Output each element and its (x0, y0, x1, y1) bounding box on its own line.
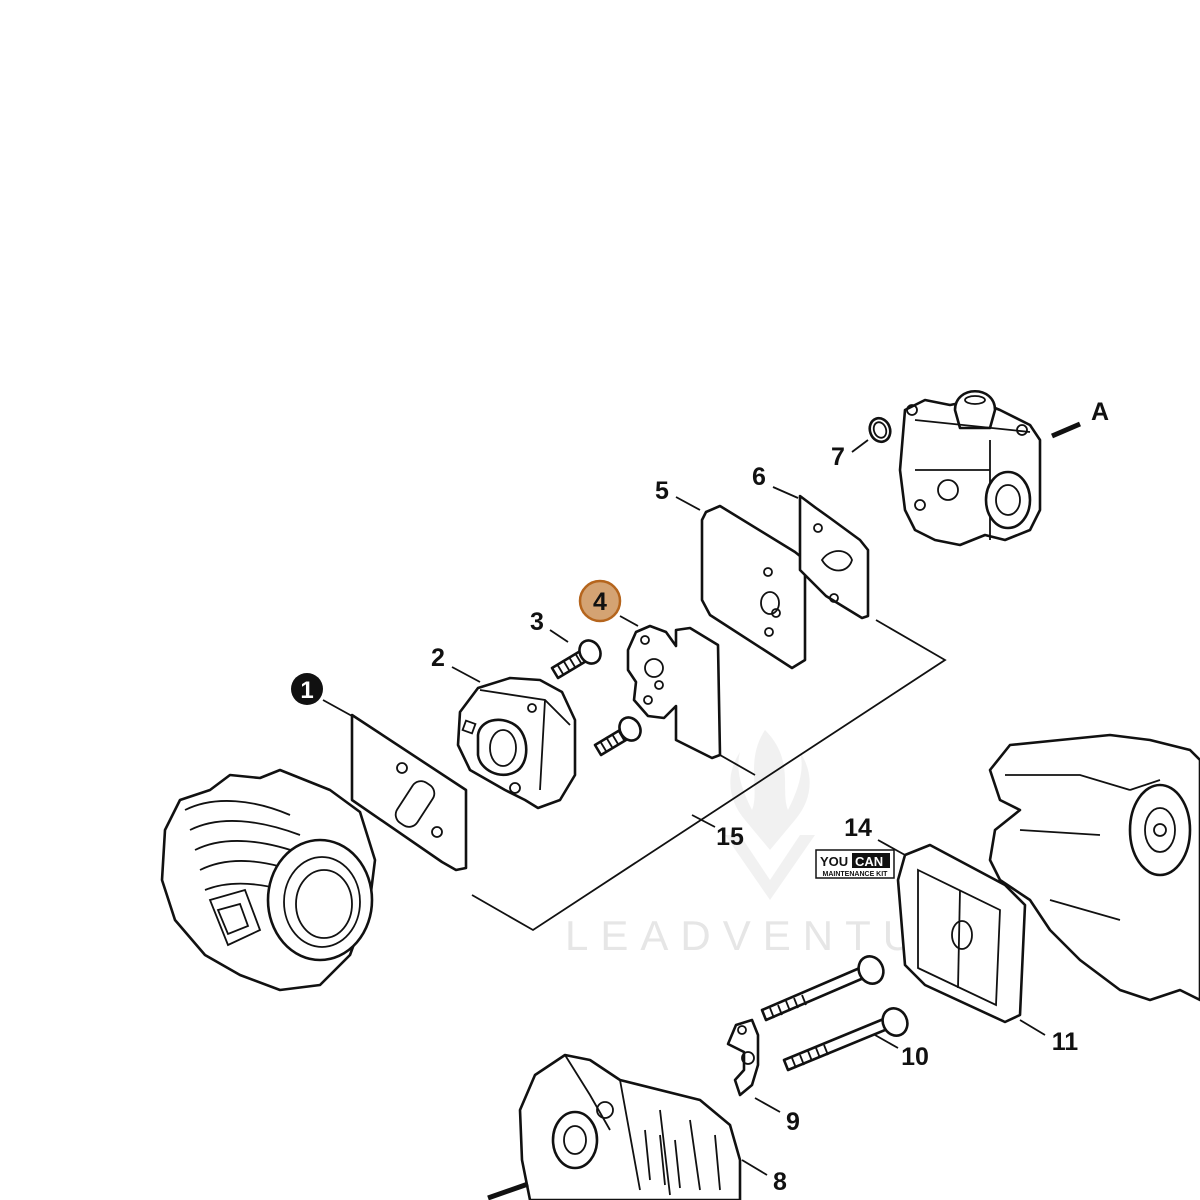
callout-8[interactable]: 8 (773, 1168, 787, 1196)
callout-7[interactable]: 7 (831, 443, 845, 471)
part-cylinder (160, 768, 377, 992)
part-gasket-6 (798, 494, 870, 620)
callout-10[interactable]: 10 (901, 1043, 929, 1071)
callout-2[interactable]: 2 (431, 644, 445, 672)
part-screw-3-lower (593, 716, 642, 757)
part-housing-11 (988, 733, 1200, 1002)
callout-1-label: 1 (300, 677, 313, 704)
badge-you-text: YOU (820, 854, 848, 869)
kit-frame-lines (471, 619, 947, 932)
part-housing-8 (518, 1053, 742, 1200)
part-filter-14 (896, 843, 1027, 1024)
leader-lines (322, 421, 1081, 1200)
callout-11[interactable]: 11 (1052, 1028, 1079, 1056)
part-carburetor-A (898, 389, 1042, 547)
callout-15[interactable]: 15 (716, 823, 744, 851)
part-gasket-1 (350, 713, 468, 872)
youcan-maintenance-kit-badge: YOU CAN MAINTENANCE KIT (815, 849, 895, 879)
callout-6[interactable]: 6 (752, 463, 766, 491)
part-gasket-4 (626, 624, 722, 760)
callout-14[interactable]: 14 (844, 814, 872, 842)
callout-1[interactable]: 1 (291, 673, 323, 705)
part-intake-flange-2 (456, 676, 577, 810)
part-screw-3-upper (550, 639, 602, 680)
badge-can-text: CAN (855, 854, 883, 869)
part-plate-5 (700, 504, 807, 670)
part-oring-7 (868, 416, 892, 444)
watermark-flame-logo (725, 730, 815, 900)
callout-5[interactable]: 5 (655, 477, 669, 505)
callout-4-circle (578, 579, 622, 623)
callout-1-circle (291, 673, 323, 705)
part-clip-9 (726, 1018, 760, 1097)
callout-3[interactable]: 3 (530, 608, 544, 636)
callout-4-highlighted[interactable]: 4 (578, 579, 622, 623)
part-screws-10 (760, 955, 909, 1072)
badge-maintenance-text: MAINTENANCE KIT (823, 871, 889, 878)
callout-A[interactable]: A (1091, 398, 1109, 426)
badge-can-box (852, 853, 890, 868)
callout-9[interactable]: 9 (786, 1108, 800, 1136)
callout-4-label: 4 (593, 588, 607, 616)
